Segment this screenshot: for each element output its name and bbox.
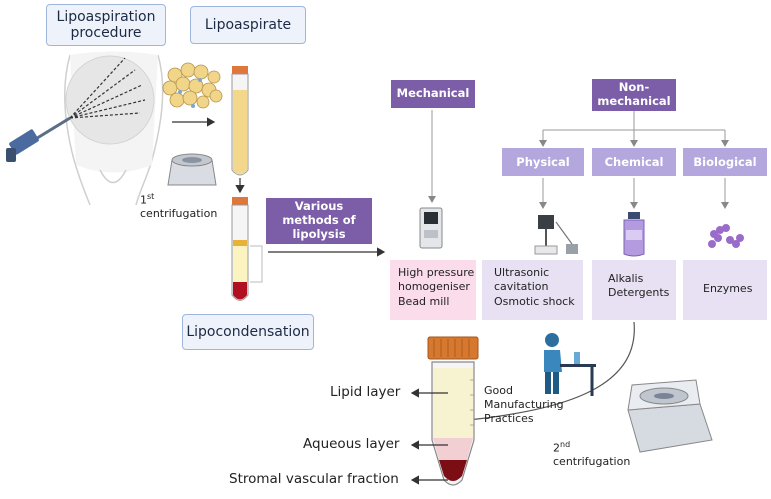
test-tube-icon	[231, 197, 263, 301]
homogeniser-icon	[419, 207, 443, 249]
lipocondensation-label: Lipocondensation	[182, 314, 314, 350]
biological-header: Biological	[683, 148, 767, 176]
mechanical-methods-panel	[390, 260, 476, 320]
scientist-icon	[544, 333, 596, 396]
fat-cells-icon	[162, 62, 223, 109]
non-mechanical-header: Non-mechanical	[592, 79, 676, 111]
conical-tube-icon	[427, 336, 479, 486]
syringe-icon	[6, 116, 71, 162]
physical-methods-panel	[482, 260, 583, 320]
aqueous-layer-label: Aqueous layer	[303, 436, 400, 452]
test-tube-icon	[231, 66, 249, 176]
gmp-label: Good Manufacturing Practices	[484, 384, 564, 425]
enzyme-icon	[708, 224, 744, 248]
chemical-methods-panel	[592, 260, 676, 320]
lipoaspirate-label: Lipoaspirate	[190, 6, 306, 44]
abdomen-icon	[64, 51, 164, 206]
centrifuge-icon	[627, 379, 713, 453]
physical-methods-text: Ultrasonic cavitation Osmotic shock	[494, 266, 575, 308]
various-methods-box: Various methods of lipolysis	[266, 198, 372, 244]
centrifuge-icon	[167, 153, 217, 186]
mechanical-header: Mechanical	[391, 80, 475, 108]
lipocondensation-text: Lipocondensation	[186, 324, 310, 340]
chemical-header: Chemical	[592, 148, 676, 176]
various-methods-text: Various methods of lipolysis	[282, 199, 356, 241]
biological-methods-panel	[683, 260, 767, 320]
first-centrifugation-label: 1st centrifugation	[140, 192, 218, 221]
sonicator-icon	[534, 215, 578, 255]
lipoaspirate-text: Lipoaspirate	[204, 17, 292, 33]
second-centrifugation-label: 2nd centrifugation	[553, 440, 631, 469]
lipoaspiration-procedure-text: Lipoaspiration procedure	[56, 8, 156, 41]
lipoaspiration-procedure-label: Lipoaspiration procedure	[46, 4, 166, 46]
mechanical-methods-text: High pressure homogeniser Bead mill	[398, 266, 475, 308]
chemical-methods-text: Alkalis Detergents	[608, 272, 670, 300]
svf-label: Stromal vascular fraction	[229, 471, 399, 487]
biological-methods-text: Enzymes	[703, 282, 753, 295]
lipid-layer-label: Lipid layer	[330, 384, 401, 400]
reagent-bottle-icon	[623, 212, 645, 257]
physical-header: Physical	[502, 148, 584, 176]
